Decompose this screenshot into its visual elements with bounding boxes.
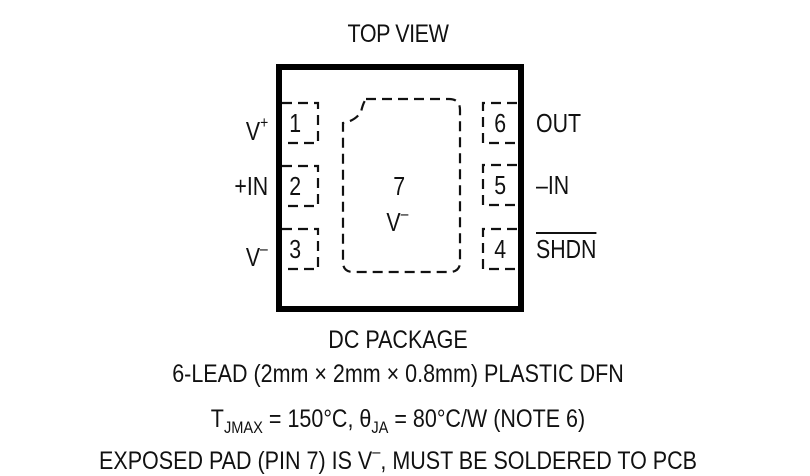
pin-4-pad [481, 227, 517, 271]
pin-1-label: V+ [245, 113, 268, 146]
exposed-pad-name: V– [386, 204, 409, 237]
pin-1-number: 1 [289, 108, 302, 138]
package-description: 6-LEAD (2mm × 2mm × 0.8mm) PLASTIC DFN [172, 360, 624, 388]
exposed-pad-note: EXPOSED PAD (PIN 7) IS V–, MUST BE SOLDE… [99, 442, 697, 475]
pin-2-label: +IN [234, 171, 268, 201]
pin-1-pad [282, 101, 320, 145]
exposed-pad-number: 7 [393, 171, 406, 201]
pin-5-pad [481, 163, 517, 207]
view-title: TOP VIEW [347, 20, 449, 48]
pin-2-number: 2 [289, 171, 302, 201]
pin-3-label: V– [246, 239, 268, 272]
pin-6-pad [481, 101, 517, 145]
pin-4-number: 4 [494, 234, 507, 264]
pin-2-pad [282, 164, 320, 208]
pin-3-number: 3 [289, 234, 302, 264]
pin-6-number: 6 [494, 108, 507, 138]
package-outline [276, 64, 524, 312]
exposed-pad-outline [341, 97, 462, 274]
pin-5-label: –IN [536, 170, 570, 200]
pin-3-pad [282, 227, 320, 271]
pin-5-number: 5 [494, 170, 507, 200]
pin-6-label: OUT [536, 108, 582, 138]
pin-4-label: SHDN [536, 234, 597, 264]
package-name: DC PACKAGE [328, 326, 468, 354]
thermal-spec: TJMAX = 150°C, θJA = 80°C/W (NOTE 6) [210, 405, 586, 437]
